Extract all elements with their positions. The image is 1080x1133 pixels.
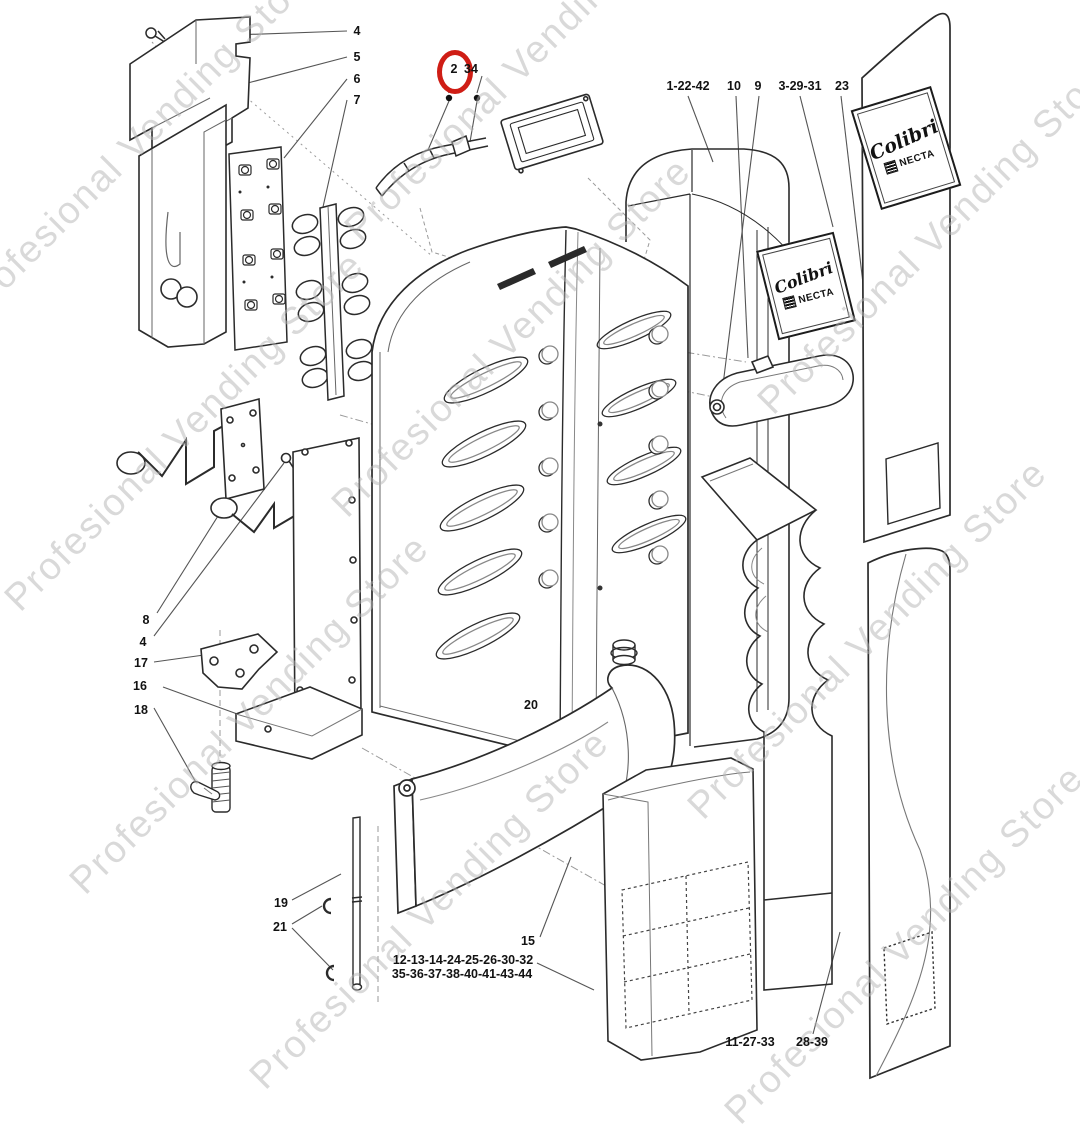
part-hinge-plate bbox=[228, 146, 288, 351]
part-side-channel bbox=[138, 103, 227, 348]
part-rear-cabinet bbox=[625, 148, 790, 748]
part-side-plate bbox=[292, 437, 362, 732]
part-pin bbox=[190, 780, 221, 801]
necta-logo-icon bbox=[782, 295, 798, 310]
part-hinge-rod bbox=[351, 816, 363, 991]
part-label-16: 16 bbox=[133, 679, 147, 693]
diagram-line-art bbox=[116, 12, 951, 1080]
part-label-1-22-42: 1-22-42 bbox=[666, 79, 710, 93]
part-label-8: 8 bbox=[142, 613, 150, 627]
part-main-door bbox=[371, 226, 689, 759]
part-base-flange bbox=[235, 686, 363, 760]
highlight-oval bbox=[437, 50, 473, 94]
part-label-11-27-33: 11-27-33 bbox=[725, 1035, 775, 1049]
part-foot bbox=[610, 639, 638, 666]
part-label-3-29-31: 3-29-31 bbox=[778, 79, 822, 93]
part-label-4-top: 4 bbox=[353, 24, 361, 38]
leader-dots bbox=[445, 94, 481, 102]
part-label-2: 2 bbox=[450, 62, 458, 76]
part-label-group-b: 35-36-37-38-40-41-43-44 bbox=[391, 967, 533, 981]
part-label-10: 10 bbox=[727, 79, 741, 93]
part-side-panel-b bbox=[867, 547, 951, 1080]
part-label-group-a: 12-13-14-24-25-26-30-32 bbox=[392, 953, 534, 967]
part-label-6: 6 bbox=[353, 72, 361, 86]
part-display-unit bbox=[500, 93, 604, 174]
part-label-18: 18 bbox=[134, 703, 148, 717]
part-label-9: 9 bbox=[754, 79, 762, 93]
part-label-5: 5 bbox=[353, 50, 361, 64]
part-c-clips bbox=[322, 897, 335, 982]
logo-frame: Colibri NECTA bbox=[762, 237, 850, 335]
necta-logo-icon bbox=[883, 159, 899, 175]
part-label-15: 15 bbox=[521, 934, 535, 948]
part-label-7: 7 bbox=[353, 93, 361, 107]
part-hinge-rail bbox=[291, 203, 375, 401]
part-door-handle bbox=[709, 354, 854, 427]
part-label-34: 34 bbox=[464, 62, 478, 76]
part-corner-bracket bbox=[200, 633, 279, 690]
part-hook-brackets bbox=[116, 397, 313, 534]
necta-wordmark: NECTA bbox=[797, 286, 836, 306]
part-scallop-rail bbox=[700, 457, 833, 991]
part-filter-bag bbox=[602, 757, 758, 1061]
part-label-23: 23 bbox=[835, 79, 849, 93]
part-label-19: 19 bbox=[274, 896, 288, 910]
part-label-17: 17 bbox=[134, 656, 148, 670]
part-spring bbox=[211, 761, 231, 813]
part-label-28-39: 28-39 bbox=[796, 1035, 828, 1049]
part-label-21: 21 bbox=[273, 920, 287, 934]
leader-lines bbox=[153, 30, 865, 1035]
part-ribbon-cable bbox=[375, 134, 489, 197]
part-label-20: 20 bbox=[524, 698, 538, 712]
part-label-4-left: 4 bbox=[139, 635, 147, 649]
part-top-screw bbox=[145, 27, 169, 45]
